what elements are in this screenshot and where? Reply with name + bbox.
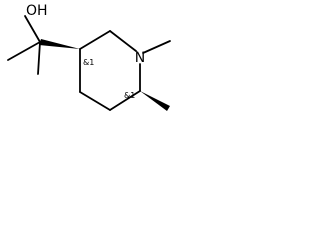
structure-canvas: OH N &1 &1	[0, 0, 182, 130]
bond-methyl-down	[37, 41, 41, 75]
wedge-bond-stereocenter-right	[140, 91, 170, 111]
bond-ring-c5-c4	[79, 91, 111, 111]
bond-n-methyl	[142, 40, 171, 54]
bond-methyl-left	[7, 41, 41, 61]
wedge-bond-stereocenter-left	[39, 39, 80, 49]
stereo-label-left: &1	[83, 58, 94, 67]
hydroxyl-label: OH	[26, 3, 48, 19]
structure-svg: OH N &1 &1	[7, 3, 171, 111]
bond-oh-to-quaternary-carbon	[24, 15, 41, 43]
bond-ring-c3-c2	[79, 30, 111, 50]
bond-ring-c2-n1	[109, 30, 137, 52]
nitrogen-label: N	[135, 50, 145, 66]
bond-ring-c6-c5	[109, 90, 141, 111]
bonds	[7, 15, 171, 111]
stereo-label-right: &1	[124, 91, 135, 100]
